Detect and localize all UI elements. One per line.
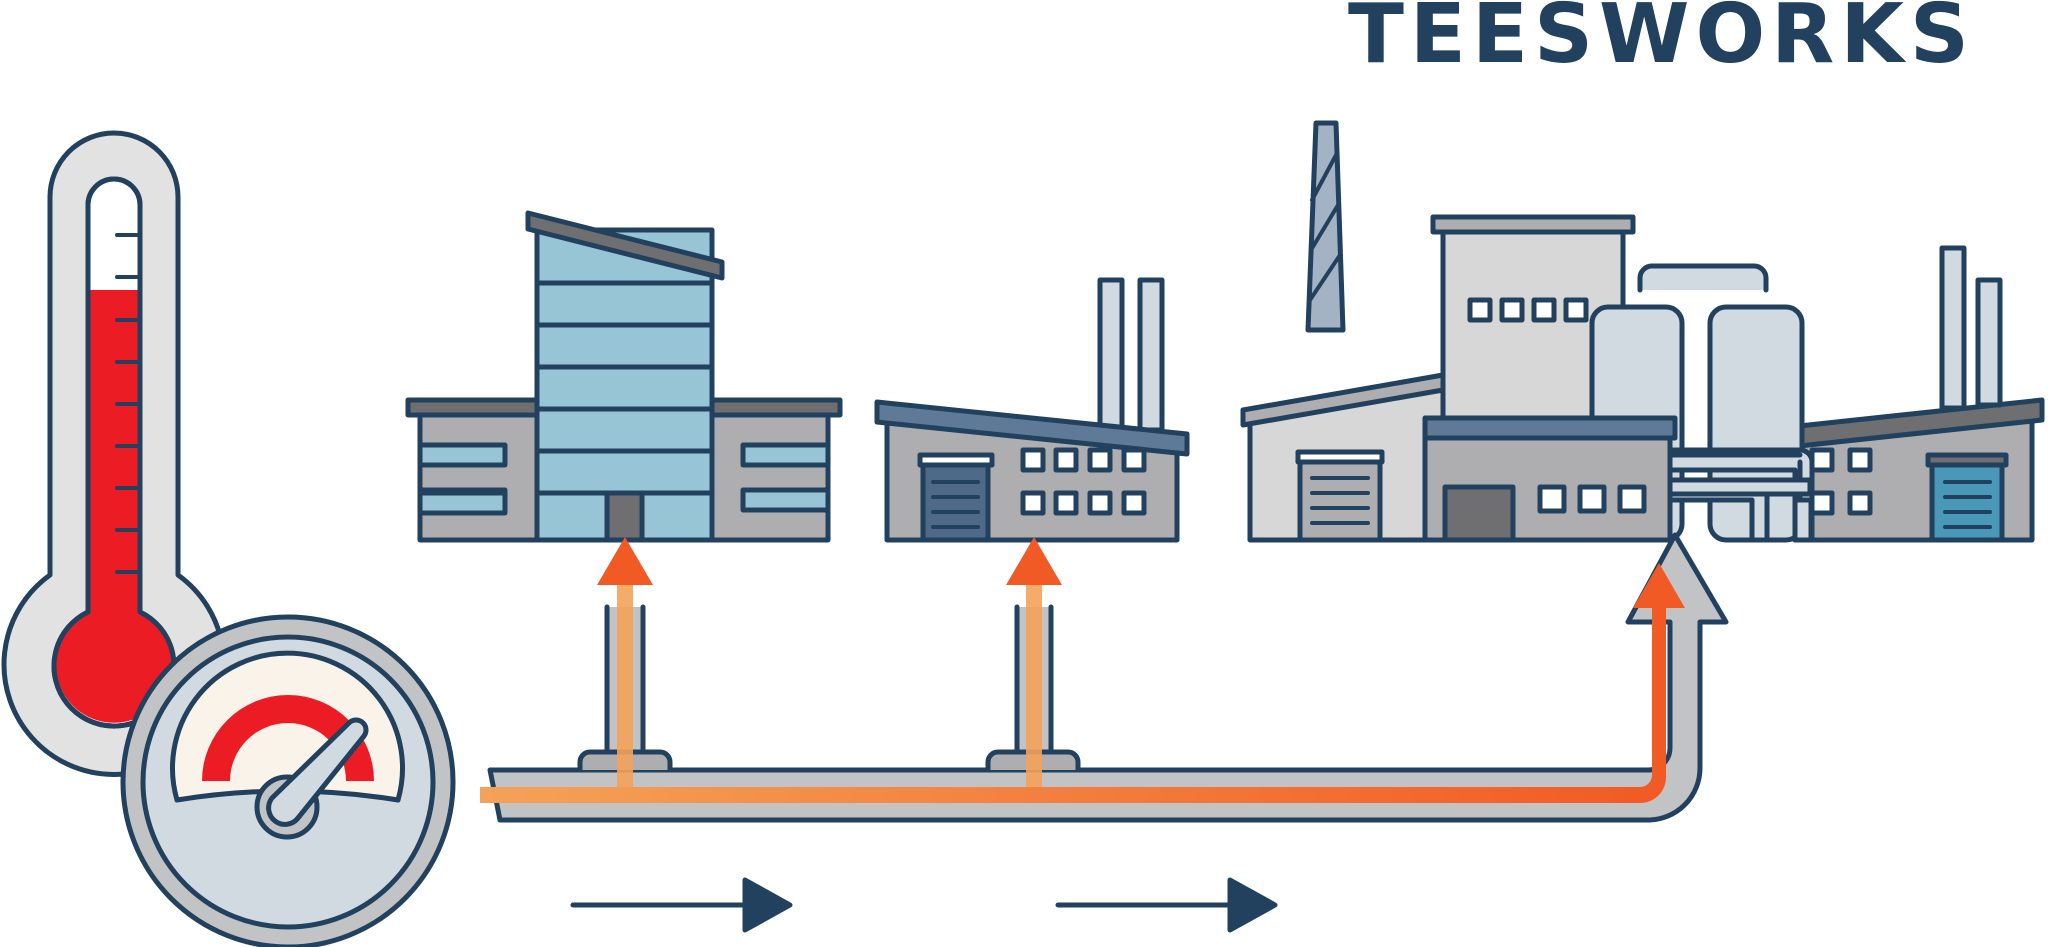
heat-pipe-icon <box>487 532 1729 823</box>
direction-arrow-icon <box>570 877 793 933</box>
pressure-gauge-icon <box>120 614 456 947</box>
factory-icon <box>1240 120 2045 543</box>
heat-flow-arrows <box>480 537 1685 804</box>
direction-arrow-icon <box>1055 877 1278 933</box>
office-building-icon <box>405 210 843 543</box>
teesworks-logo: TEESWORKS <box>1348 0 1975 82</box>
warehouse-icon <box>874 277 1190 543</box>
